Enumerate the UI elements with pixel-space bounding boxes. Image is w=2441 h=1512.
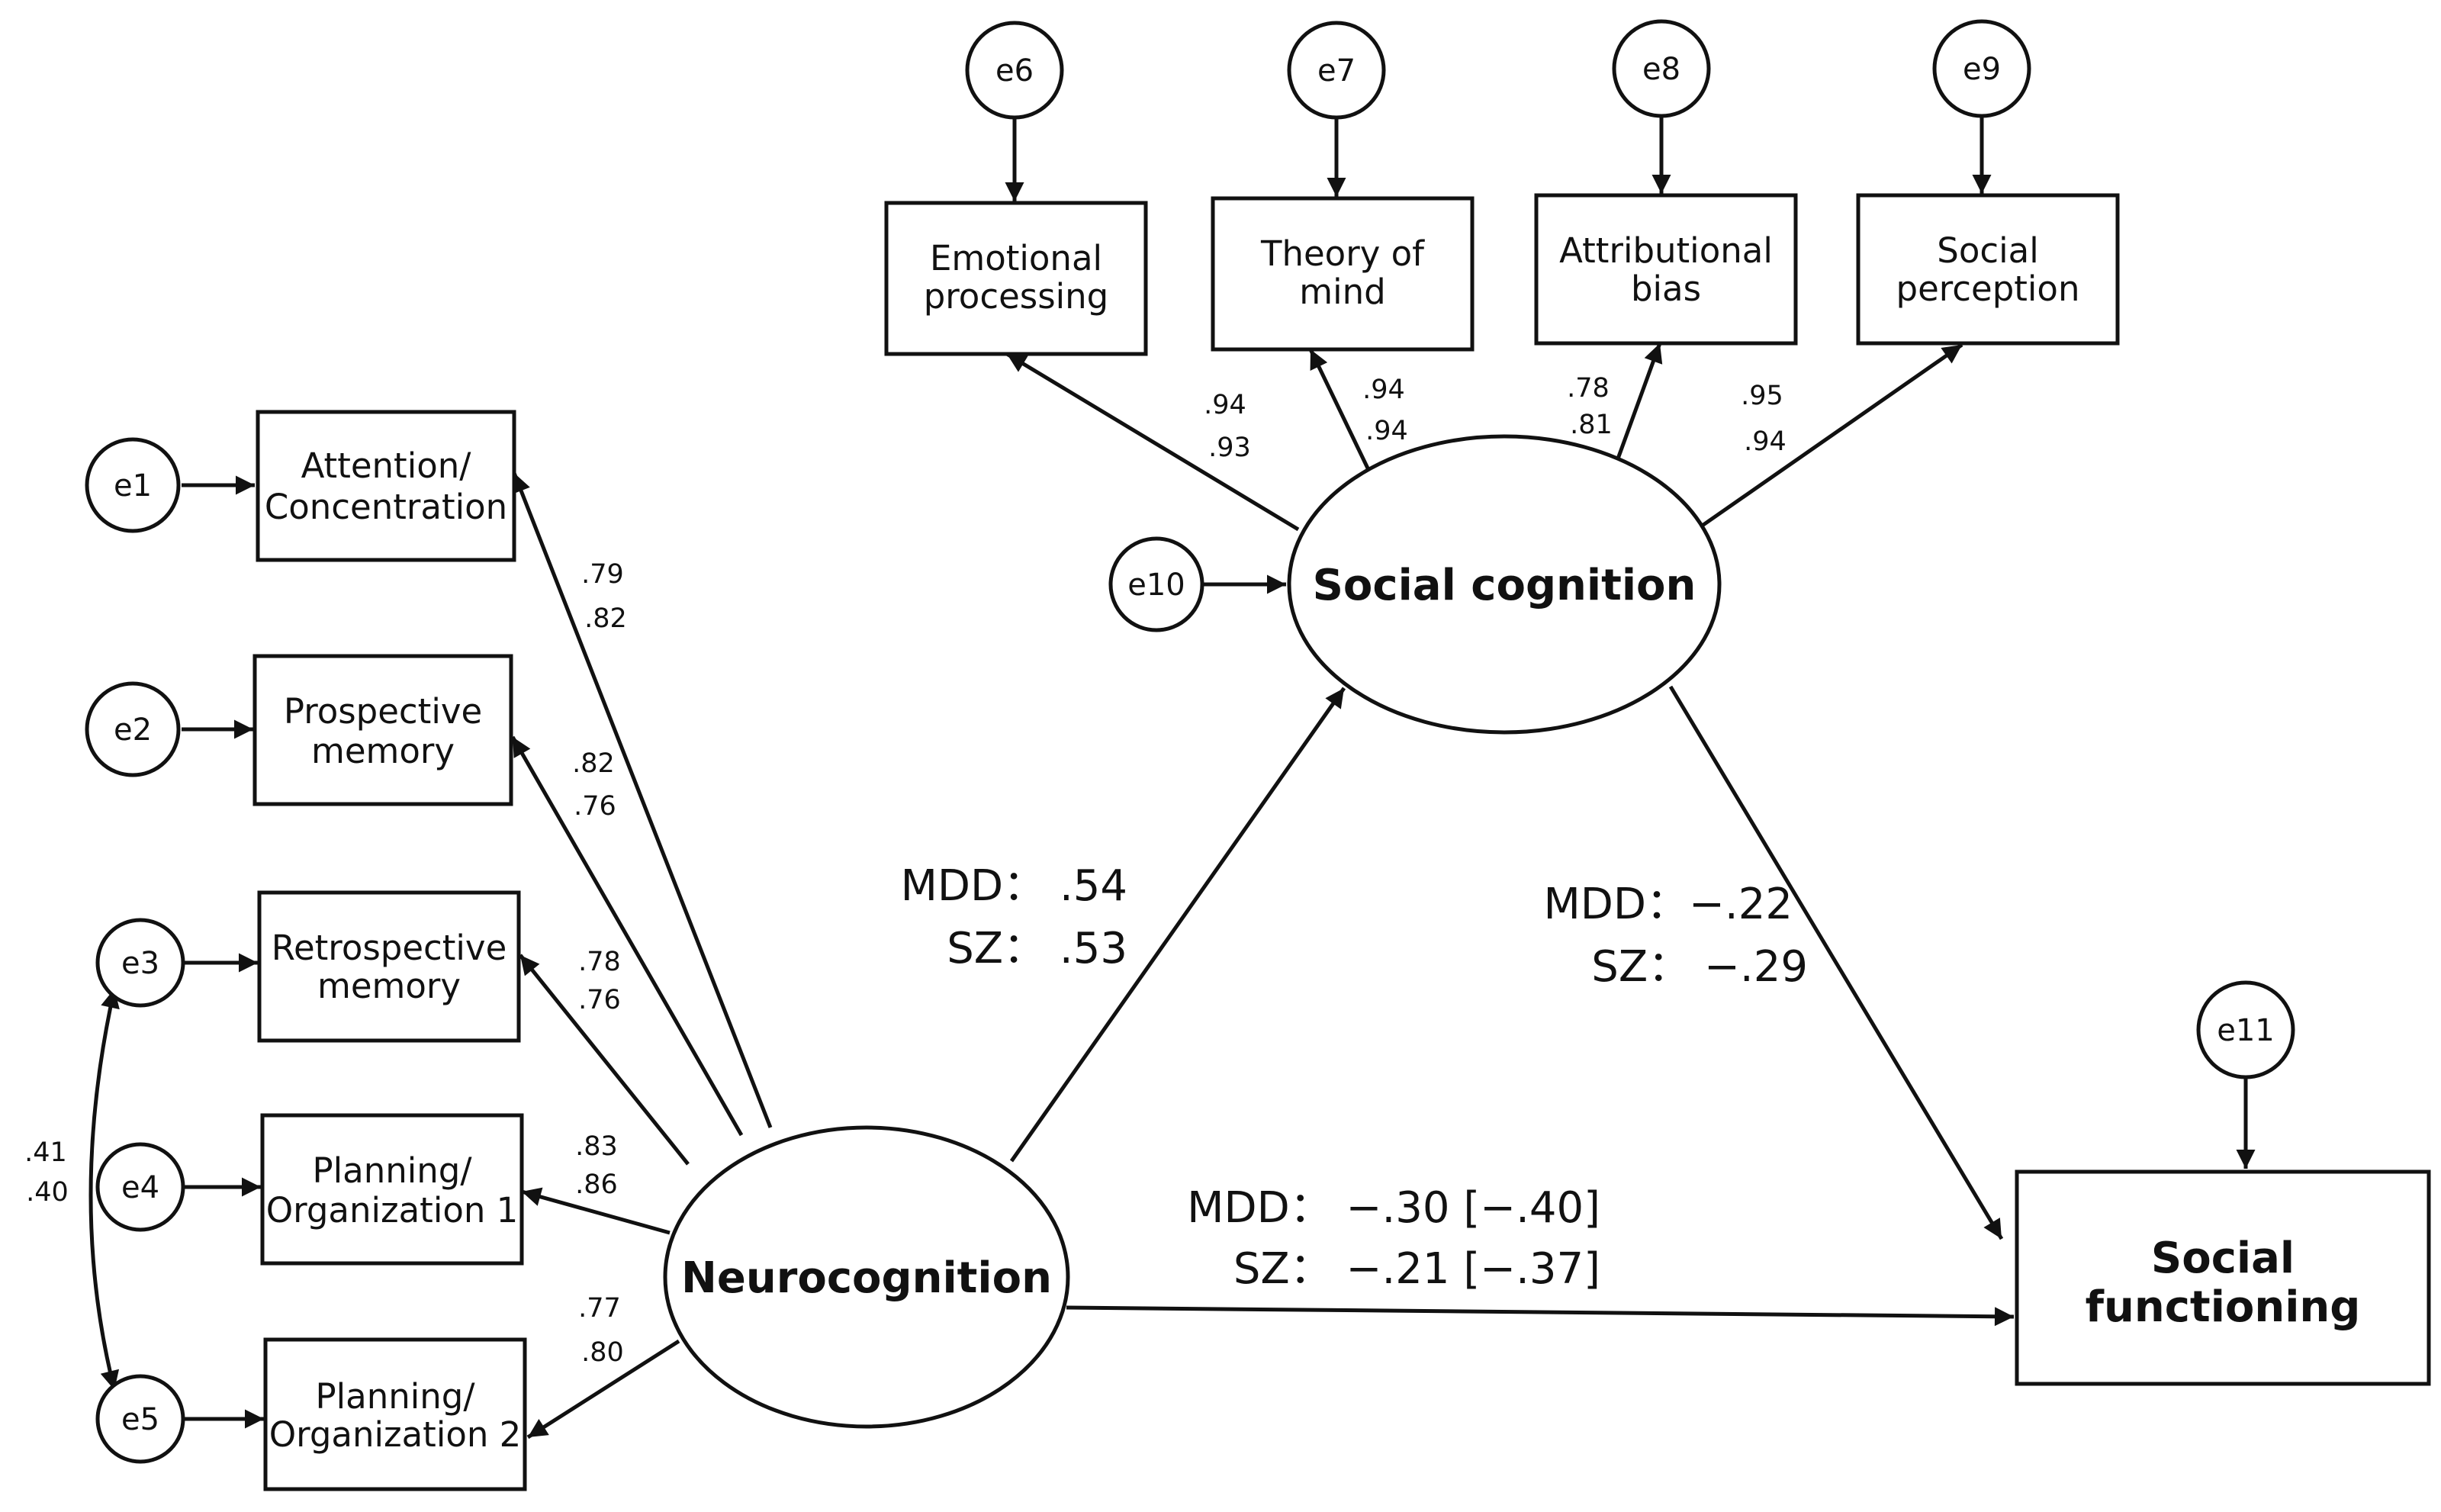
loading-attention-sz: .82 [584,603,627,634]
path-neuro-to-attention [512,472,773,1128]
loading-theory-sz: .94 [1365,416,1408,446]
loading-attributional-sz: .81 [1570,410,1613,440]
indicator-attributional-line2: bias [1631,269,1701,309]
latent-neurocognition: Neurocognition [663,1125,1070,1429]
path-coef-neuro-functioning-mdd: MDD： −.30 [−.40] [1187,1183,1600,1233]
error-e11: e11 [2196,980,2295,1079]
loading-theory-mdd: .94 [1362,375,1405,405]
indicator-attention: Attention/ Concentration [256,410,516,562]
loading-retrospective-sz: .76 [578,985,621,1015]
indicator-theory-of-mind: Theory of mind [1211,196,1475,352]
indicator-prospective-line1: Prospective [284,691,482,732]
path-coef-neuro-functioning-sz: SZ： −.21 [−.37] [1233,1244,1600,1294]
error-e4: e4 [95,1142,185,1232]
indicator-planning-2: Planning/ Organization 2 [263,1337,527,1491]
indicator-attributional-line1: Attributional [1559,230,1773,271]
indicator-retrospective-memory: Retrospective memory [257,890,521,1043]
error-e8-label: e8 [1642,52,1680,87]
latent-neurocognition-label: Neurocognition [681,1253,1052,1303]
indicator-planning2-line2: Organization 2 [269,1414,522,1455]
error-e7: e7 [1287,21,1386,120]
indicator-planning1-line1: Planning/ [312,1150,472,1191]
path-neuro-to-functioning [1066,1305,2015,1327]
indicator-attention-line1: Attention/ [301,446,472,486]
path-social-to-theory [1308,348,1372,475]
path-neuro-to-planning1 [521,1187,671,1235]
error-e10-label: e10 [1127,568,1185,603]
indicator-retrospective-line2: memory [317,966,461,1006]
indicator-planning2-line1: Planning/ [315,1376,475,1417]
outcome-line2: functioning [2086,1282,2361,1332]
error-e2-label: e2 [114,713,152,748]
error-e6-label: e6 [995,53,1034,88]
error-e2: e2 [85,681,181,777]
error-e6: e6 [965,21,1064,120]
error-e10: e10 [1108,536,1204,632]
latent-social-cognition-label: Social cognition [1313,561,1696,610]
error-e8: e8 [1612,19,1711,118]
outcome-social-functioning: Social functioning [2015,1169,2431,1386]
latent-social-cognition: Social cognition [1287,434,1722,735]
indicator-social-perception: Social perception [1856,193,2120,346]
loading-perception-sz: .94 [1744,426,1787,457]
error-e5: e5 [95,1374,185,1464]
indicator-theory-line2: mind [1299,272,1385,312]
path-coef-social-functioning-sz: SZ： −.29 [1591,942,1808,992]
indicator-theory-line1: Theory of [1260,233,1425,274]
error-e3: e3 [95,918,185,1008]
path-social-to-attributional [1615,343,1663,462]
loading-planning1-mdd: .83 [575,1131,618,1162]
indicator-emotional-processing: Emotional processing [884,201,1148,356]
loading-planning2-sz: .80 [581,1337,624,1368]
path-neuro-to-planning2 [526,1339,680,1440]
error-e7-label: e7 [1317,53,1356,88]
covariance-e3-e5 [88,988,120,1391]
error-e11-label: e11 [2217,1013,2275,1048]
error-e3-label: e3 [121,946,159,981]
loading-emotional-sz: .93 [1208,433,1251,463]
path-neuro-to-retrospective [519,954,690,1166]
error-e1-label: e1 [114,468,152,503]
outcome-line1: Social [2151,1234,2295,1283]
indicator-prospective-memory: Prospective memory [252,654,513,806]
indicator-planning1-line2: Organization 1 [266,1190,519,1231]
path-social-to-perception [1700,343,1963,529]
indicator-emotional-line2: processing [924,276,1109,317]
path-neuro-to-social [1009,687,1346,1163]
loading-prospective-sz: .76 [574,791,616,822]
path-coef-neuro-social-sz: SZ： .53 [947,924,1127,973]
indicator-perception-line2: perception [1896,269,2080,309]
loading-retrospective-mdd: .78 [578,947,621,977]
indicator-retrospective-line1: Retrospective [272,928,507,968]
error-e9-label: e9 [1963,52,2001,87]
loading-planning2-mdd: .77 [578,1293,621,1324]
covariance-coef-mdd: .41 [24,1137,67,1168]
indicator-emotional-line1: Emotional [930,238,1102,278]
covariance-coef-sz: .40 [26,1177,69,1208]
loading-emotional-mdd: .94 [1204,390,1246,420]
loading-attributional-mdd: .78 [1567,373,1610,404]
path-social-to-functioning [1668,685,2004,1240]
error-e9: e9 [1932,19,2031,118]
loading-attention-mdd: .79 [581,559,624,590]
path-coef-neuro-social-mdd: MDD： .54 [901,861,1127,911]
indicator-perception-line1: Social [1937,230,2038,271]
path-coef-social-functioning-mdd: MDD：−.22 [1543,880,1793,929]
error-e5-label: e5 [121,1402,159,1437]
error-e4-label: e4 [121,1170,159,1205]
loading-perception-mdd: .95 [1741,381,1783,411]
indicator-prospective-line2: memory [311,731,455,771]
error-e1: e1 [85,437,181,533]
loading-planning1-sz: .86 [575,1169,618,1200]
path-neuro-to-prospective [510,735,744,1137]
indicator-attention-line2: Concentration [265,487,507,527]
loading-prospective-mdd: .82 [572,748,615,779]
indicator-planning-1: Planning/ Organization 1 [260,1113,524,1266]
path-social-to-emotional [1005,352,1300,532]
indicator-attributional-bias: Attributional bias [1534,193,1798,346]
